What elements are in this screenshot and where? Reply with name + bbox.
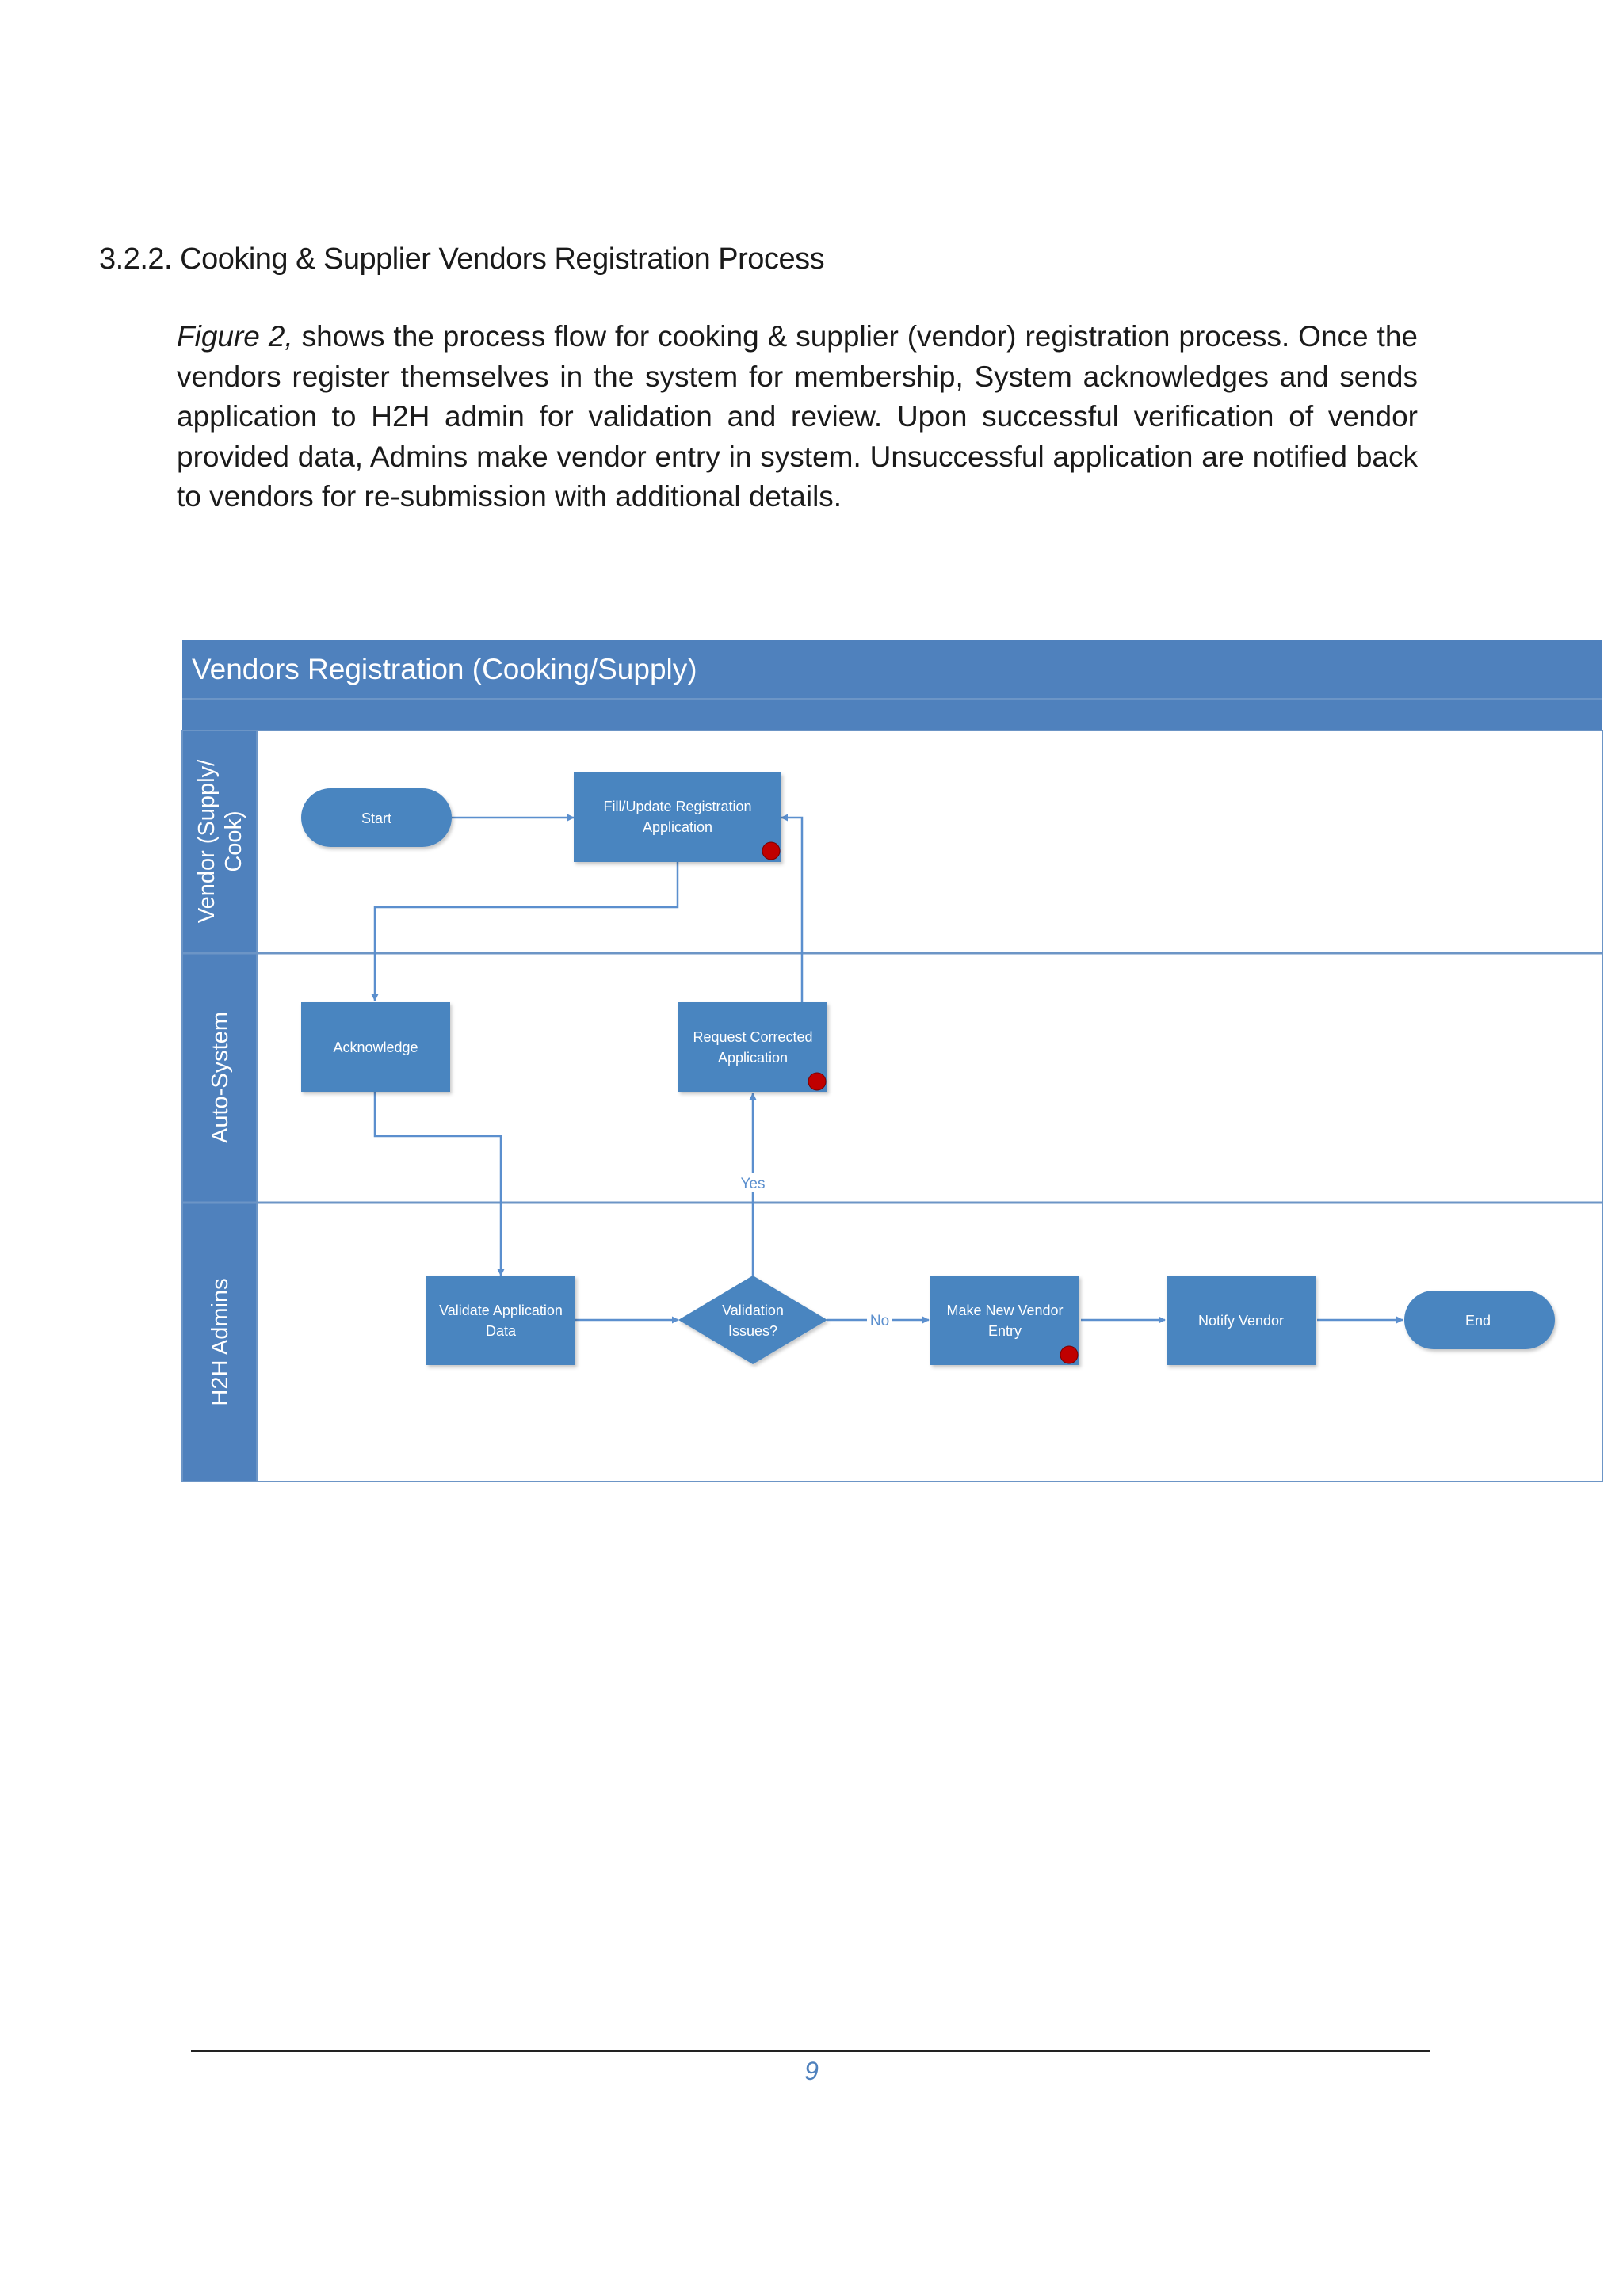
lane-label-h2h-admins: H2H Admins — [208, 1278, 233, 1405]
swimlane-diagram: Vendors Registration (Cooking/Supply) Ve… — [181, 640, 1603, 1482]
fill-update-application-box — [574, 772, 781, 862]
make-entry-label-line1: Make New Vendor — [946, 1302, 1063, 1318]
acknowledge-label: Acknowledge — [333, 1039, 418, 1055]
request-label-line1: Request Corrected — [693, 1029, 812, 1045]
make-entry-label-line2: Entry — [988, 1323, 1022, 1339]
end-label: End — [1465, 1313, 1491, 1329]
lane-header-column — [182, 730, 257, 1482]
lane-label-auto-system: Auto-System — [208, 1012, 233, 1143]
notify-vendor-box — [1167, 1276, 1316, 1365]
validate-label-line2: Data — [486, 1323, 517, 1339]
request-corrected-application-box — [678, 1002, 827, 1092]
connector-fill-to-acknowledge — [371, 862, 679, 1001]
footer-rule — [191, 2050, 1430, 2052]
page-number: 9 — [804, 2057, 819, 2085]
start-terminator — [301, 788, 452, 847]
make-new-vendor-entry-box — [930, 1276, 1079, 1365]
make-entry-red-marker — [1060, 1345, 1079, 1364]
end-terminator — [1404, 1291, 1555, 1349]
diagram-title: Vendors Registration (Cooking/Supply) — [192, 653, 697, 685]
paragraph-text: shows the process flow for cooking & sup… — [177, 320, 1418, 513]
decision-label-line1: Validation — [722, 1302, 784, 1318]
request-label-line2: Application — [718, 1050, 788, 1066]
fill-label-line1: Fill/Update Registration — [603, 799, 751, 814]
fill-label-line2: Application — [643, 819, 712, 835]
section-heading: 3.2.2. Cooking & Supplier Vendors Regist… — [99, 242, 825, 276]
process-flow-figure: Vendors Registration (Cooking/Supply) Ve… — [176, 637, 1609, 1502]
validate-label-line1: Validate Application — [439, 1302, 563, 1318]
decision-label-line2: Issues? — [728, 1323, 777, 1339]
notify-vendor-label: Notify Vendor — [1198, 1313, 1284, 1329]
connector-acknowledge-to-validate — [373, 1092, 505, 1276]
edge-label-no: No — [870, 1313, 889, 1329]
acknowledge-box — [301, 1002, 450, 1092]
lane-label-vendor-line2: Cook) — [221, 810, 246, 871]
connector-request-to-fill — [781, 814, 804, 1003]
fill-application-red-marker — [762, 841, 781, 860]
start-label: Start — [361, 810, 391, 826]
diagram-title-bar — [182, 640, 1602, 699]
validation-issues-decision — [678, 1276, 827, 1364]
lane-label-vendor-line1: Vendor (Supply/ — [194, 759, 220, 923]
body-paragraph: Figure 2, shows the process flow for coo… — [177, 317, 1418, 517]
edge-label-yes: Yes — [741, 1176, 766, 1192]
request-corrected-red-marker — [808, 1072, 827, 1091]
lane-frame — [181, 730, 1603, 1482]
figure-reference: Figure 2, — [177, 320, 293, 353]
diagram-subheader-bar — [182, 699, 1602, 730]
validate-application-data-box — [426, 1276, 575, 1365]
